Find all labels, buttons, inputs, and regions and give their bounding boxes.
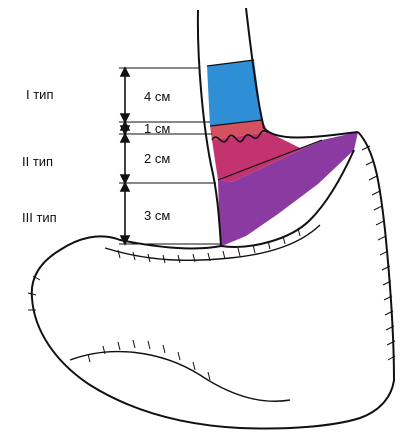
length-label-4cm: 4 см: [144, 89, 170, 104]
hatch-marks: [28, 146, 395, 380]
arrowhead: [121, 236, 129, 244]
arrowhead: [121, 134, 129, 142]
length-label-3cm: 3 см: [144, 208, 170, 223]
type-label-3: III тип: [22, 210, 57, 225]
type-label-2: II тип: [22, 154, 53, 169]
length-label-2cm: 2 см: [144, 151, 170, 166]
esophagus-right-wall: [246, 8, 358, 138]
arrowhead: [121, 183, 129, 191]
length-label-1cm: 1 см: [144, 121, 170, 136]
arrowhead: [121, 68, 129, 76]
type-label-1: I тип: [26, 87, 53, 102]
